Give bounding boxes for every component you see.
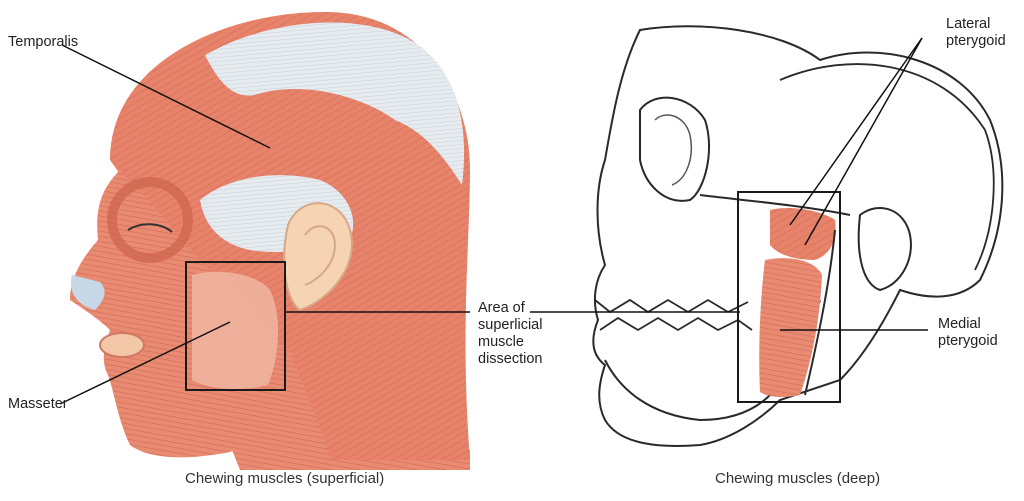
orbicularis-oculi [107, 177, 193, 263]
masseter-muscle [192, 271, 279, 390]
area-of-dissection-label: Area of superlicial muscle dissection [478, 300, 543, 367]
leader-lines [59, 37, 928, 405]
lateral-pterygoid-leader-1 [789, 37, 923, 226]
superficial-head-illustration [70, 11, 470, 470]
lips [99, 332, 145, 358]
galea-aponeurosis [205, 22, 465, 186]
medial-pterygoid-label: Medial pterygoid [938, 316, 998, 349]
lateral-pterygoid-muscle [770, 208, 836, 260]
deep-skull-illustration [592, 25, 1004, 447]
temporalis-label: Temporalis [8, 34, 79, 50]
lateral-pterygoid-label: Lateral pterygoid [946, 16, 1006, 49]
temporal-bone [857, 206, 912, 292]
masseter-leader [59, 321, 231, 405]
lateral-pterygoid-leader-2 [804, 37, 923, 246]
left-caption: Chewing muscles (superficial) [185, 470, 385, 487]
temporalis-leader [61, 44, 271, 149]
orbit [639, 96, 711, 202]
right-caption: Chewing muscles (deep) [715, 470, 881, 487]
masseter-label: Masseter [8, 396, 68, 412]
closed-eye [127, 223, 173, 233]
dissection-box [185, 261, 286, 391]
zygomatic-arch [699, 194, 851, 216]
deep-dissection-box [737, 191, 841, 403]
medial-pterygoid-muscle [759, 258, 822, 397]
lower-teeth [599, 316, 753, 332]
nose-cartilage [70, 275, 105, 310]
upper-teeth [594, 298, 749, 314]
